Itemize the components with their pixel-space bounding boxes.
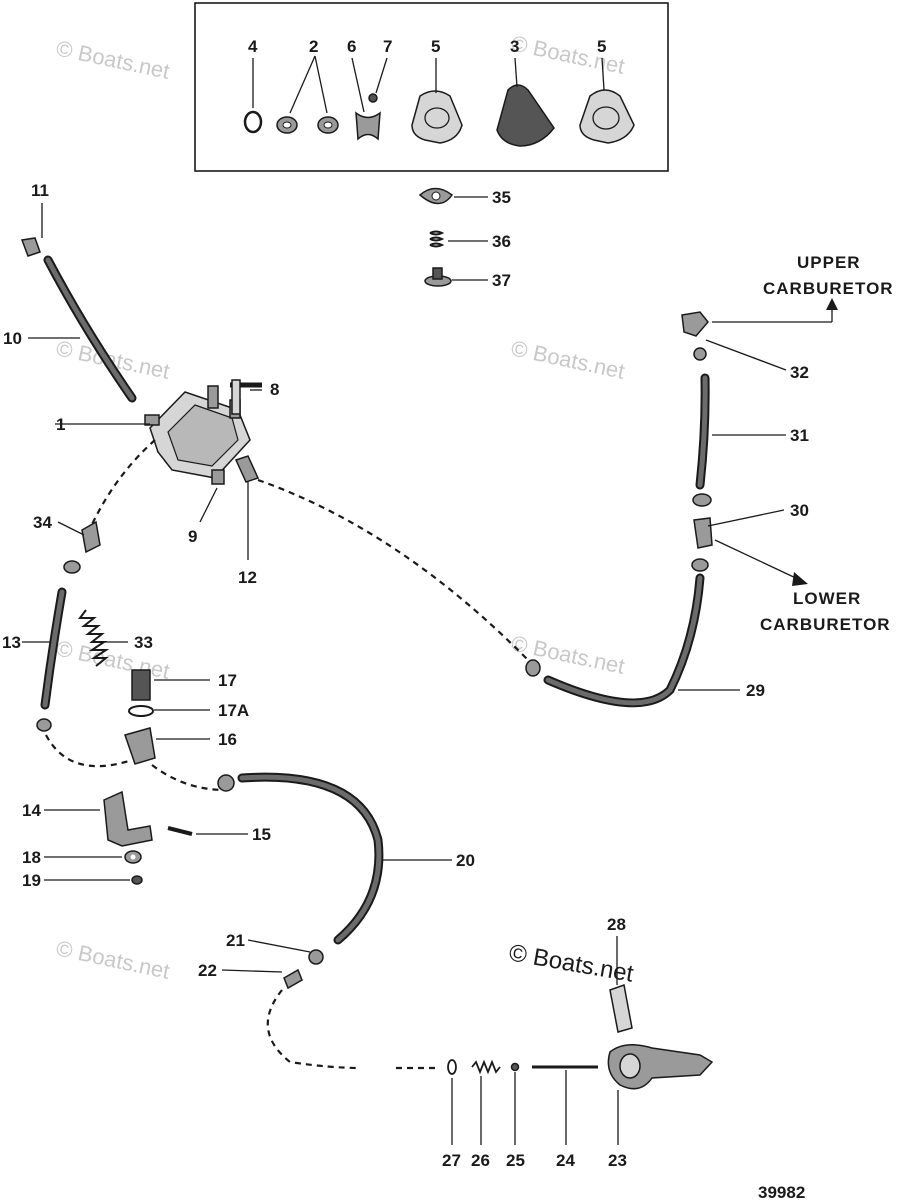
callout-2: 2: [309, 37, 318, 56]
seal-part: [447, 1059, 457, 1075]
callout-25: 25: [506, 1151, 525, 1170]
fitting-part: [211, 469, 225, 485]
fitting-part: [234, 455, 260, 483]
callout-24: 24: [556, 1151, 575, 1170]
callout-8: 8: [270, 380, 279, 399]
bracket-assembly: 14 15 18 19: [22, 790, 271, 890]
note-lower: LOWER: [793, 589, 861, 608]
tee-fitting-part: [693, 517, 713, 549]
callout-1: 1: [56, 415, 65, 434]
elbow-fitting-part: [20, 237, 41, 257]
callout-30: 30: [790, 501, 809, 520]
spring-part: [471, 1059, 501, 1075]
clamp-part: [693, 347, 707, 361]
callout-10: 10: [3, 329, 22, 348]
spring-part: [78, 609, 110, 667]
callout-28: 28: [607, 915, 626, 934]
callout-5: 5: [431, 37, 440, 56]
screw-part: [167, 826, 193, 836]
clamp-part: [691, 558, 709, 572]
carburetor-feed-assembly: 29 30 31 32 UPPER CARBURETOR LOWER CARBU…: [525, 253, 894, 708]
fuel-line-route: [83, 439, 156, 541]
clamp-part: [308, 949, 324, 965]
gasket-part: [128, 705, 154, 717]
nut-part: [131, 875, 143, 885]
callout-23: 23: [608, 1151, 627, 1170]
screw-part: [368, 93, 378, 103]
watermark: © Boats.net: [54, 935, 172, 983]
filter-body-part: [124, 727, 156, 765]
fuel-valve-assembly: 27 26 25 24 23 28: [396, 915, 714, 1170]
callout-31: 31: [790, 426, 809, 445]
fuel-hose: [543, 573, 705, 708]
callout-20: 20: [456, 851, 475, 870]
callout-17a: 17A: [218, 701, 249, 720]
retainer-part: [355, 111, 381, 141]
callout-5: 5: [597, 37, 606, 56]
inset-frame: [194, 2, 669, 172]
diaphragm-part: [496, 84, 555, 147]
callout-21: 21: [226, 931, 245, 950]
callout-12: 12: [238, 568, 257, 587]
gasket-part: [579, 89, 635, 144]
callout-6: 6: [347, 37, 356, 56]
watermark: © Boats.net: [54, 35, 172, 83]
fitting-part: [283, 968, 303, 990]
filter-element-part: [131, 669, 151, 701]
fuel-pump-body: 1 8 9 12: [55, 379, 279, 587]
watermark: © Boats.net: [509, 335, 627, 383]
callout-22: 22: [198, 961, 217, 980]
elbow-fitting-part: [681, 311, 709, 337]
bracket-part: [103, 790, 153, 847]
o-ring-part: [243, 110, 263, 134]
arrow-icon: [826, 298, 838, 310]
clamp-part: [63, 560, 81, 574]
callout-32: 32: [790, 363, 809, 382]
callout-4: 4: [248, 37, 258, 56]
callout-16: 16: [218, 730, 237, 749]
callout-15: 15: [252, 825, 271, 844]
note-upper: UPPER: [797, 253, 861, 272]
callout-19: 19: [22, 871, 41, 890]
watermark: © Boats.net: [54, 635, 172, 683]
callout-29: 29: [746, 681, 765, 700]
callout-11: 11: [31, 181, 49, 200]
gasket-part: [411, 90, 463, 144]
bolt-part: [609, 983, 633, 1033]
clamp-part: [36, 718, 52, 732]
callout-34: 34: [33, 513, 52, 532]
supply-hose-assembly: 20 21 22: [198, 772, 475, 1070]
repair-kit-inset: 4 2 6 7 5 3 5: [194, 2, 669, 172]
spring-part: [429, 230, 445, 248]
callout-18: 18: [22, 848, 41, 867]
fuel-filter-assembly: 34 13 33 17 17A 16: [2, 513, 249, 792]
fuel-line-route: [257, 478, 531, 663]
callout-26: 26: [471, 1151, 490, 1170]
figure-number: 39982: [758, 1183, 805, 1200]
note-lower-carburetor: CARBURETOR: [760, 615, 891, 634]
callout-3: 3: [510, 37, 519, 56]
callout-37: 37: [492, 271, 511, 290]
ball-part: [510, 1062, 520, 1072]
clamp-part: [217, 774, 235, 792]
callout-36: 36: [492, 232, 511, 251]
callout-33: 33: [134, 633, 153, 652]
callout-9: 9: [188, 527, 197, 546]
watermarks: © Boats.net © Boats.net © Boats.net © Bo…: [54, 30, 636, 987]
fitting-part: [81, 520, 101, 554]
pump-cap-assembly: 35 36 37: [418, 187, 511, 290]
clamp-part: [525, 659, 541, 677]
callout-7: 7: [383, 37, 392, 56]
clamp-part: [692, 493, 712, 507]
callout-35: 35: [492, 188, 511, 207]
callout-17: 17: [218, 671, 237, 690]
callout-27: 27: [442, 1151, 461, 1170]
callout-13: 13: [2, 633, 21, 652]
callout-14: 14: [22, 801, 41, 820]
arrow-icon: [792, 572, 808, 586]
upper-left-hose: 11 10: [3, 181, 137, 403]
watermark: © Boats.net: [509, 30, 627, 78]
note-upper-carburetor: CARBURETOR: [763, 279, 894, 298]
